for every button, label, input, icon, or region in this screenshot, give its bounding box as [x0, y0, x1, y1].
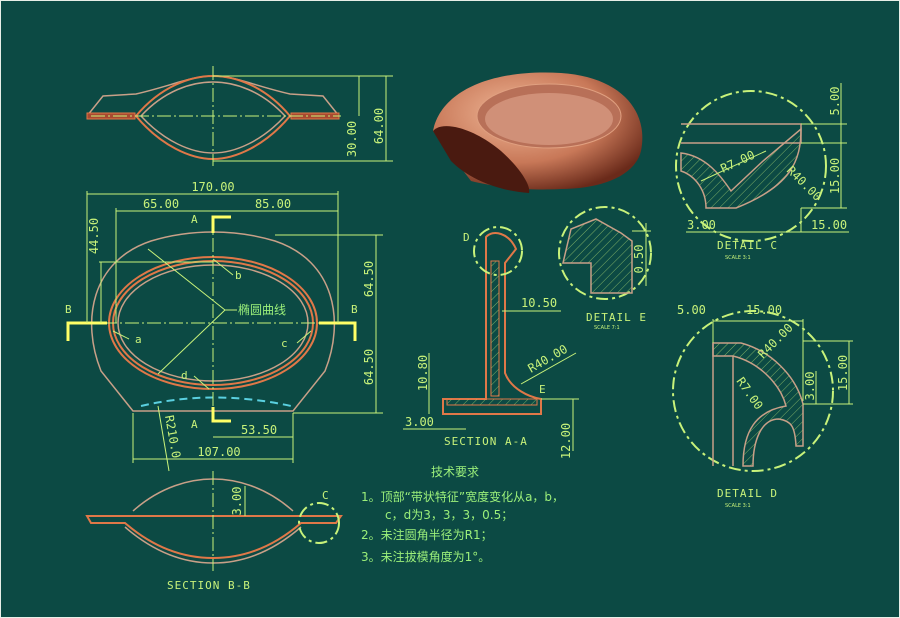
detail-e-scale: SCALE 7:1 — [594, 325, 620, 331]
detail-e-title: DETAIL E — [586, 311, 647, 324]
point-label-a: a — [135, 333, 143, 346]
section-marker-b-right: B — [351, 303, 359, 316]
detail-c-title: DETAIL C — [717, 239, 778, 252]
dim-85: 85.00 — [255, 197, 291, 211]
dim-r40-c: R40.00 — [784, 163, 825, 204]
section-aa: D E 10.50 R40.00 10.80 3.00 12.00 SECTIO… — [403, 226, 579, 459]
point-label-b: b — [235, 269, 243, 282]
detail-e: 0.50 DETAIL E SCALE 7:1 — [558, 206, 652, 331]
dim-r210: R210.0 — [162, 414, 183, 459]
dim-44-5: 44.50 — [87, 218, 101, 254]
dim-r40-aa: R40.00 — [526, 342, 571, 376]
dim-30: 30.00 — [345, 121, 359, 157]
dim-12-aa: 12.00 — [559, 423, 573, 459]
dim-107: 107.00 — [197, 445, 240, 459]
dim-3-aa: 3.00 — [405, 415, 434, 429]
notes-title: 技术要求 — [431, 465, 479, 479]
dim-3-bb: 3.00 — [230, 487, 244, 516]
note-1: 1。顶部“带状特征”宽度变化从a，b， — [361, 489, 564, 504]
top-view: 64.00 30.00 — [86, 66, 393, 166]
detail-marker-d: D — [463, 231, 471, 244]
detail-d-scale: SCALE 3:1 — [725, 503, 751, 509]
section-bb: 3.00 C SECTION B-B — [85, 471, 343, 592]
point-label-d: d — [181, 369, 189, 382]
dim-65: 65.00 — [143, 197, 179, 211]
point-label-c: c — [281, 337, 289, 350]
dim-r40-d: R40.00 — [755, 321, 796, 362]
dim-5-d: 5.00 — [677, 303, 706, 317]
dim-0-5: 0.50 — [632, 245, 646, 274]
note-2: 2。未注圆角半径为R1； — [361, 527, 493, 542]
section-marker-a-top: A — [191, 213, 199, 226]
section-bb-title: SECTION B-B — [167, 579, 251, 592]
dim-5-c: 5.00 — [828, 87, 842, 116]
detail-c-scale: SCALE 3:1 — [725, 255, 751, 261]
dim-r7-d: R7.00 — [734, 375, 766, 413]
detail-c: R7.00 R40.00 5.00 15.00 3.00 15.00 DETAI… — [675, 83, 849, 261]
technical-requirements: 技术要求 1。顶部“带状特征”宽度变化从a，b， c，d为3，3，3，0.5； … — [361, 465, 564, 564]
note-1-cont: c，d为3，3，3，0.5； — [385, 508, 513, 522]
detail-marker-e: E — [539, 383, 547, 396]
dim-15-d: 15.00 — [746, 303, 782, 317]
detail-marker-c: C — [322, 489, 330, 502]
ellipse-curve-label: 椭圆曲线 — [238, 302, 286, 317]
dim-10-8: 10.80 — [416, 355, 430, 391]
plan-view: A A B B b a c d 椭圆曲线 170.00 65.00 85.00 … — [65, 180, 383, 472]
dim-15-c: 15.00 — [811, 218, 847, 232]
note-3: 3。未注拔模角度为1°。 — [361, 549, 490, 564]
section-aa-title: SECTION A-A — [444, 435, 528, 448]
detail-d-title: DETAIL D — [717, 487, 778, 500]
dim-64-5-bottom: 64.50 — [362, 349, 376, 385]
dim-3-d: 3.00 — [803, 372, 817, 401]
dim-15-d-vert: 15.00 — [836, 355, 850, 391]
dim-64: 64.00 — [372, 108, 386, 144]
section-marker-a-bottom: A — [191, 418, 199, 431]
dim-3-c: 3.00 — [687, 218, 716, 232]
dim-170: 170.00 — [191, 180, 234, 194]
dim-15-c-vert: 15.00 — [828, 158, 842, 194]
dim-64-5-top: 64.50 — [362, 261, 376, 297]
3d-model-render — [433, 72, 643, 193]
dim-10-5: 10.50 — [521, 296, 557, 310]
section-marker-b-left: B — [65, 303, 73, 316]
detail-d: 5.00 15.00 R40.00 R7.00 3.00 15.00 DETAI… — [672, 303, 853, 509]
dim-53-5: 53.50 — [241, 423, 277, 437]
